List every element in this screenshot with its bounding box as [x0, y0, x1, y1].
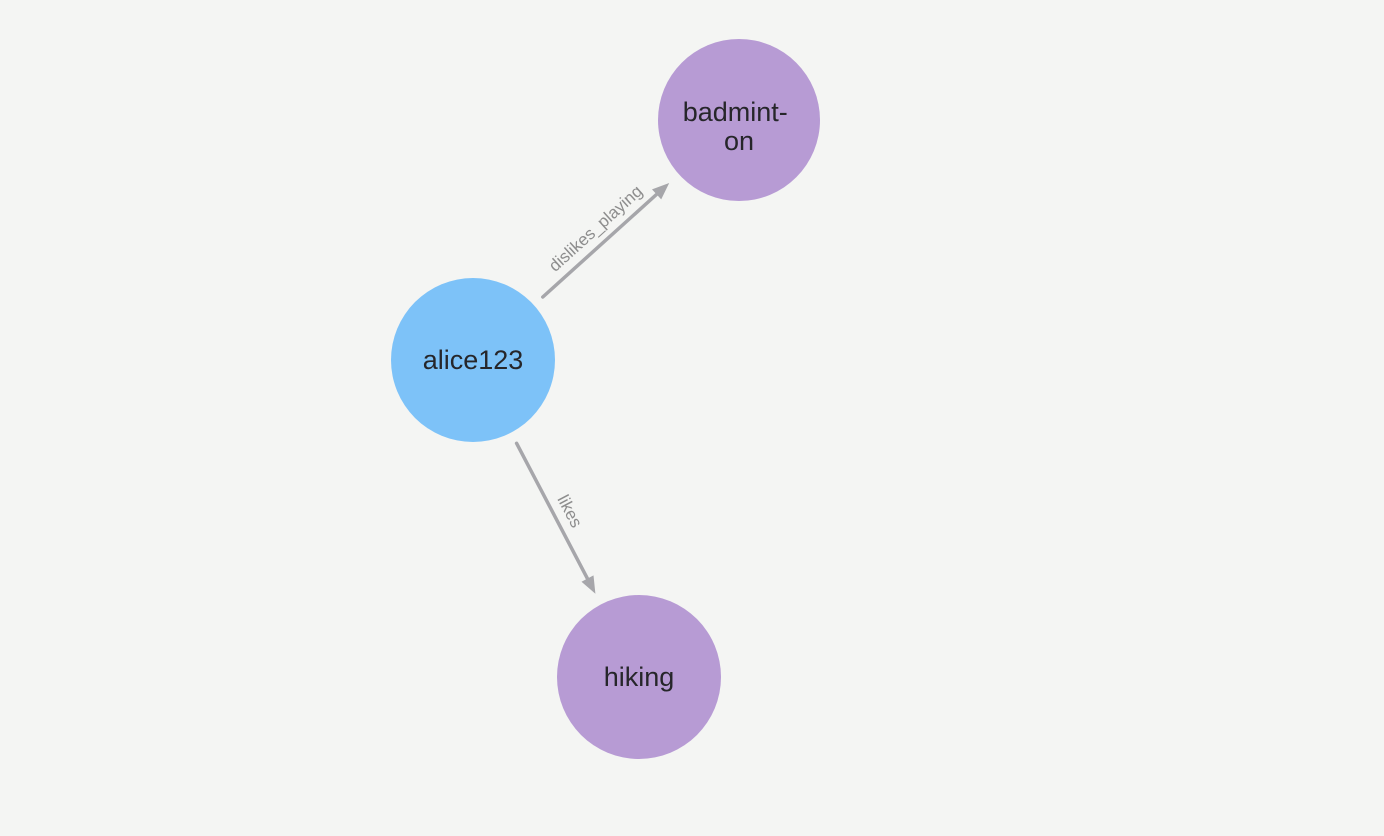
edge-dislikes-playing[interactable]: dislikes_playing — [541, 182, 670, 299]
node-label: badmint- on — [683, 97, 796, 156]
graph-node-badminton[interactable]: badmint- on — [658, 39, 820, 201]
node-label-line: badmint- — [683, 97, 788, 127]
edge-arrowhead — [652, 183, 670, 200]
node-circle[interactable] — [391, 278, 555, 442]
node-circle[interactable] — [658, 39, 820, 201]
edge-line[interactable] — [541, 191, 660, 299]
edge-line[interactable] — [514, 441, 591, 583]
node-circle[interactable] — [557, 595, 721, 759]
graph-node-alice123[interactable]: alice123 — [391, 278, 555, 442]
edge-arrowhead — [581, 575, 596, 594]
node-label: hiking — [604, 662, 675, 692]
edge-likes[interactable]: likes — [514, 441, 596, 594]
node-label: alice123 — [423, 345, 524, 375]
graph-node-hiking[interactable]: hiking — [557, 595, 721, 759]
node-label-line: on — [724, 126, 754, 156]
edge-label[interactable]: dislikes_playing — [545, 182, 646, 276]
